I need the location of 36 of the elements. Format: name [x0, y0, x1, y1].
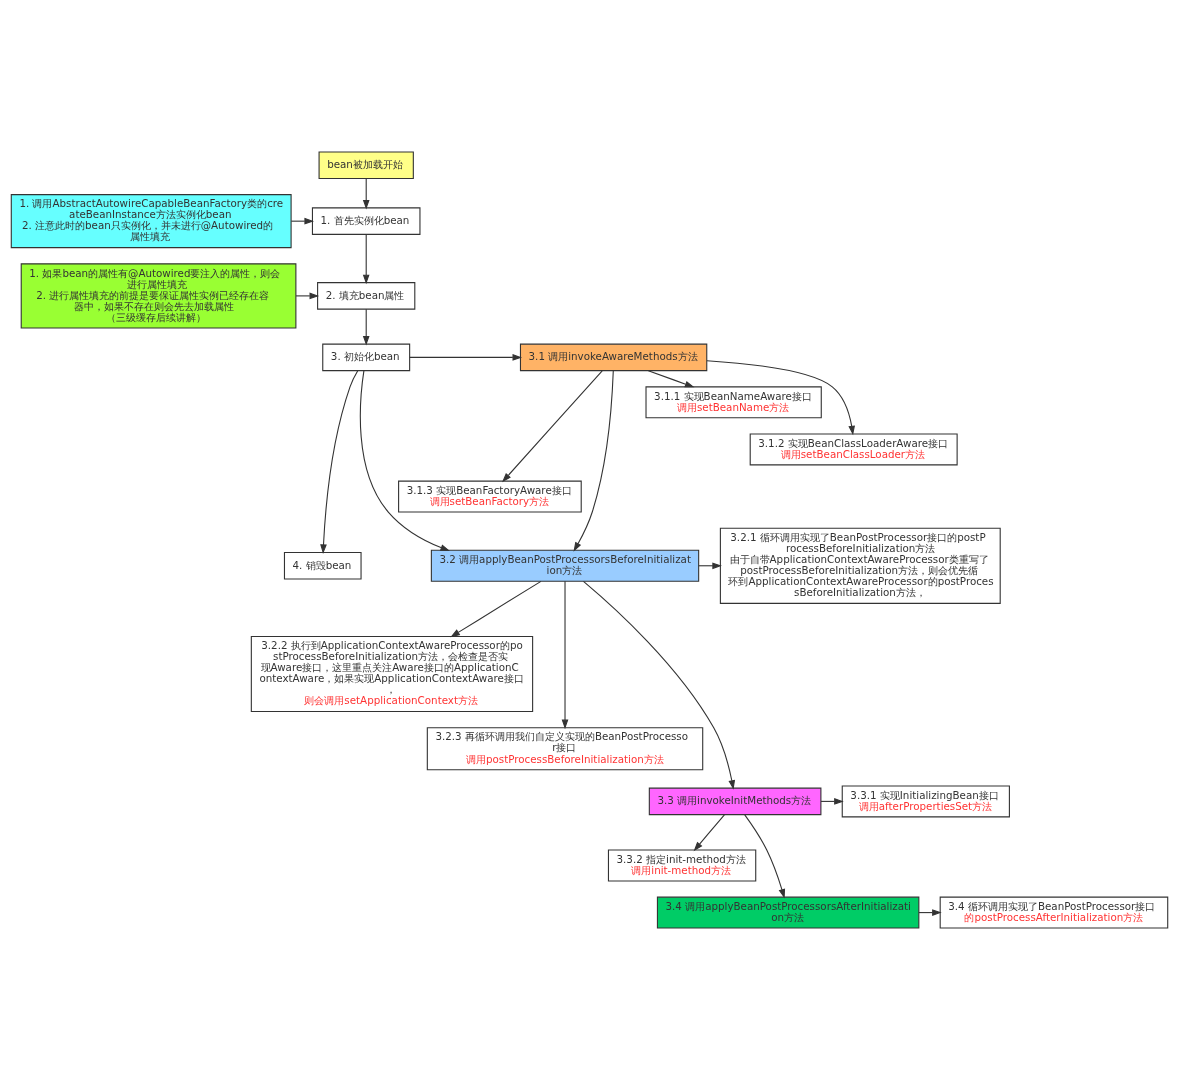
- arrow: [320, 370, 359, 554]
- arrow: [693, 814, 725, 852]
- arrow: [706, 360, 855, 436]
- arrow: [450, 580, 542, 638]
- arrow: [362, 178, 370, 210]
- node-box: 1. 首先实例化bean: [311, 207, 421, 235]
- node-box: 3.2.3 再循环调用我们自定义实现的BeanPostProcessor接口 调用postProcessBeforeInitialization方法: [426, 727, 704, 771]
- node-box: 3.2 调用applyBeanPostProcessorsBeforeInitialization方法: [430, 549, 700, 582]
- node-box: 3.4 循环调用实现了BeanPostProcessor接口 的postProcessAfterInitialization方法: [939, 896, 1169, 929]
- arrow: [362, 234, 370, 285]
- arrow: [295, 292, 320, 300]
- node-box: 3.3 调用invokeInitMethods方法: [648, 787, 822, 816]
- node-box: 4. 销毁bean: [283, 551, 362, 580]
- node-box: 3.2.1 循环调用实现了BeanPostProcessor接口的postProcessBeforeInitialization方法 由于自带ApplicationContextAwareProcessor类重写了postProcessBeforeInitialization方法，则会优先循环到ApplicationContextAwareProcessor的postProcessBeforeInitialization方法，: [719, 527, 1001, 604]
- node-box: 3.1.3 实现BeanFactoryAware接口 调用setBeanFactory方法: [398, 480, 582, 513]
- arrow: [409, 354, 523, 361]
- node-box: 3.4 调用applyBeanPostProcessorsAfterInitialization方法: [656, 896, 920, 929]
- node-box: 3.1 调用invokeAwareMethods方法: [519, 343, 708, 372]
- node-box: 3.1.1 实现BeanNameAware接口 调用setBeanName方法: [645, 386, 822, 419]
- arrow: [502, 370, 603, 483]
- arrow: [744, 814, 786, 899]
- node-box: bean被加载开始: [318, 151, 414, 179]
- node-box: 3.1.2 实现BeanClassLoaderAware接口 调用setBeanClassLoader方法: [749, 433, 958, 466]
- arrow: [582, 580, 736, 790]
- node-box: 1. 如果bean的属性有@Autowired要注入的属性，则会进行属性填充 2. 进行属性填充的前提是要保证属性实例已经存在容器中，如果不存在则会先去加载属性 （三级缓存后续讲解）: [20, 263, 297, 329]
- arrow: [362, 308, 370, 346]
- node-box: 3.3.1 实现InitializingBean接口 调用afterPropertiesSet方法: [841, 785, 1010, 818]
- node-box: 2. 填充bean属性: [317, 282, 416, 310]
- arrow: [647, 370, 695, 388]
- node-box: 3. 初始化bean: [322, 343, 411, 372]
- arrow: [561, 580, 569, 730]
- node-box: 3.3.2 指定init-method方法 调用init-method方法: [607, 849, 757, 882]
- arrow: [573, 370, 614, 552]
- arrow: [359, 370, 450, 551]
- node-box: 1. 调用AbstractAutowireCapableBeanFactory类的createBeanInstance方法实例化bean 2. 注意此时的bean只实例化，并未进行@Autowired的属性填充: [10, 194, 292, 249]
- node-box: 3.2.2 执行到ApplicationContextAwareProcessor的postProcessBeforeInitialization方法，会检查是否实现Aware接口，这里重点关注Aware接口的ApplicationContextAware，如果实现ApplicationContextAware接口， 则会调用setApplicationContext方法: [250, 635, 534, 713]
